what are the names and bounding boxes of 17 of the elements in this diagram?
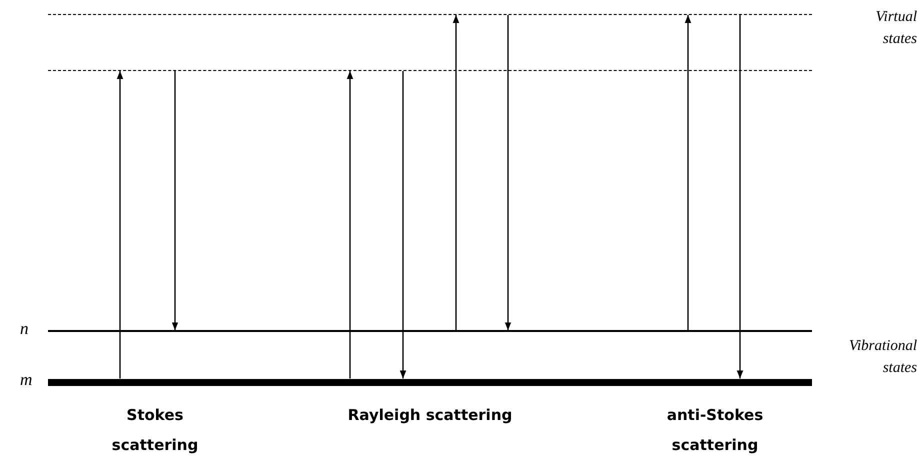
scattering-label: anti-Stokes scattering bbox=[666, 405, 764, 456]
scattering-label: Stokes scattering bbox=[110, 405, 200, 456]
transition-arrow bbox=[400, 71, 406, 378]
scattering-label: Rayleigh scattering bbox=[346, 405, 514, 426]
transition-arrow bbox=[172, 71, 178, 330]
transition-arrow bbox=[346, 71, 354, 378]
transition-arrow bbox=[684, 15, 692, 330]
transition-arrow bbox=[736, 15, 744, 378]
state-label: Vibrational states bbox=[848, 337, 917, 378]
transition-arrow bbox=[116, 71, 124, 378]
level-label: n bbox=[20, 319, 28, 339]
virtual-level-line bbox=[48, 70, 812, 71]
transition-arrow bbox=[504, 15, 512, 330]
state-label: Virtual states bbox=[874, 8, 917, 49]
transition-arrow bbox=[452, 15, 460, 330]
level-label: m bbox=[20, 370, 32, 390]
virtual-level-line bbox=[48, 14, 812, 15]
